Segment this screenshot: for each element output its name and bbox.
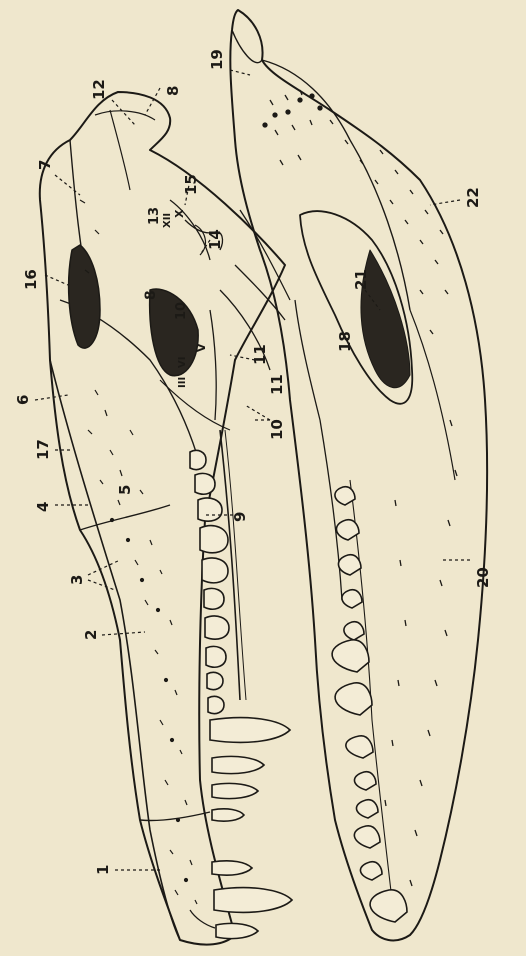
- label-17: 17: [34, 439, 52, 460]
- label-9: 9: [231, 512, 249, 522]
- label-16: 16: [22, 269, 40, 290]
- label-7: 7: [36, 160, 54, 170]
- label-13: 13: [147, 207, 162, 225]
- label-8: 8: [164, 86, 182, 96]
- label-19: 19: [208, 49, 226, 70]
- label-1: 1: [94, 865, 112, 875]
- label-5: 5: [116, 485, 134, 495]
- label-15: 15: [182, 174, 200, 195]
- label-roman-xii: XII: [162, 213, 173, 228]
- label-4: 4: [34, 502, 52, 512]
- label-roman-iii: III: [177, 377, 188, 388]
- label-12: 12: [90, 79, 108, 100]
- label-2: 2: [82, 630, 100, 640]
- label-18: 18: [336, 331, 354, 352]
- label-14: 14: [206, 229, 224, 250]
- label-11: 11: [251, 344, 269, 365]
- label-10: 10: [268, 419, 286, 440]
- label-21: 21: [352, 269, 370, 290]
- label-roman-x: X: [173, 209, 186, 218]
- label-11-b: 11: [268, 374, 286, 395]
- label-6: 6: [14, 395, 32, 405]
- label-10-b: 10: [174, 302, 189, 320]
- label-roman-vi: VI: [177, 357, 188, 368]
- label-roman-v: V: [195, 343, 208, 352]
- label-20: 20: [474, 567, 492, 588]
- label-3: 3: [68, 575, 86, 585]
- label-8-b: 8: [143, 290, 159, 300]
- label-22: 22: [464, 187, 482, 208]
